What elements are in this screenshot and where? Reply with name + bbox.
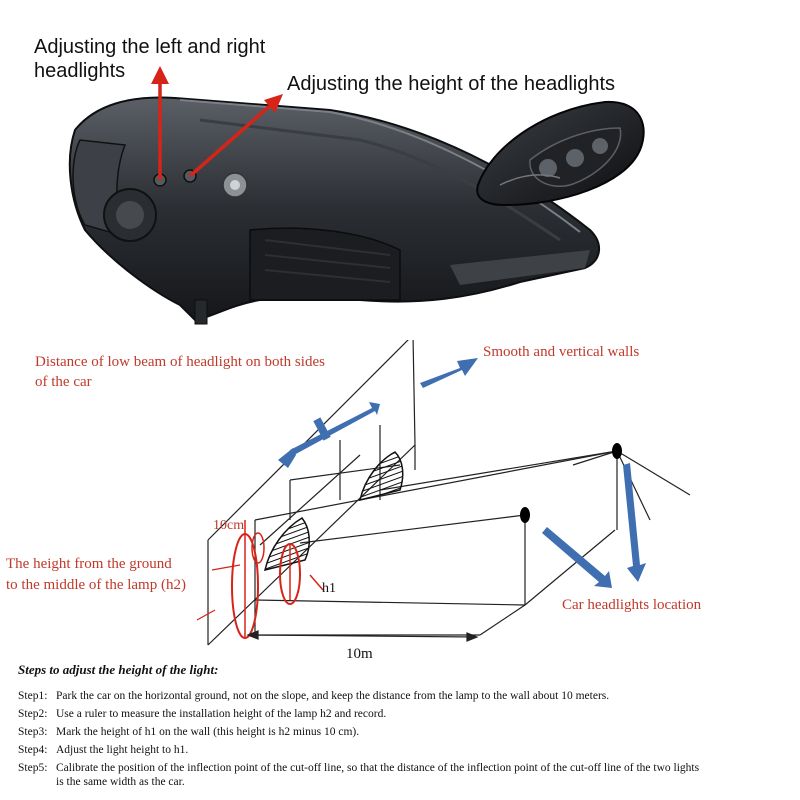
steps-title: Steps to adjust the height of the light: bbox=[18, 662, 219, 677]
step-2: Step2: Use a ruler to measure the install… bbox=[18, 708, 386, 720]
step-1: Step1: Park the car on the horizontal gro… bbox=[18, 690, 609, 702]
step-text: Park the car on the horizontal ground, n… bbox=[56, 690, 610, 702]
headlight-front-thumbnail bbox=[476, 100, 645, 207]
step-key: Step1: bbox=[18, 690, 48, 702]
headlight-photo bbox=[68, 66, 645, 325]
label-line-2: headlights bbox=[34, 60, 126, 82]
red-arrow-up bbox=[151, 66, 169, 180]
red-arrow-diagonal bbox=[188, 94, 283, 178]
lamp-ellipses bbox=[231, 520, 301, 639]
label-10cm: 10cm bbox=[213, 518, 245, 533]
projection-box bbox=[254, 425, 691, 636]
blue-arrow-diagonal bbox=[542, 527, 612, 588]
blue-arrow-width bbox=[278, 402, 380, 468]
distance-dimension bbox=[246, 630, 479, 642]
step-text-continued: is the same width as the car. bbox=[56, 776, 185, 788]
label-line-2: of the car bbox=[35, 374, 92, 390]
step-key: Step2: bbox=[18, 708, 48, 720]
step-text: Adjust the light height to h1. bbox=[56, 744, 189, 756]
headlight-housing bbox=[68, 96, 600, 325]
step-3: Step3: Mark the height of h1 on the wall … bbox=[18, 726, 359, 738]
label-line-1: Distance of low beam of headlight on bot… bbox=[35, 354, 325, 370]
label-low-beam-distance: Distance of low beam of headlight on bot… bbox=[35, 352, 325, 392]
label-line-2: to the middle of the lamp (h2) bbox=[6, 577, 186, 593]
step-key: Step3: bbox=[18, 726, 48, 738]
step-text: Mark the height of h1 on the wall (this … bbox=[56, 726, 360, 738]
label-10m: 10m bbox=[346, 646, 373, 662]
headlight-dot-left bbox=[520, 507, 530, 523]
blue-arrow-walls bbox=[420, 358, 478, 388]
step-text: Calibrate the position of the inflection… bbox=[56, 762, 700, 774]
label-vertical-walls: Smooth and vertical walls bbox=[483, 344, 640, 360]
step-4: Step4: Adjust the light height to h1. bbox=[18, 744, 188, 756]
label-lamp-height: The height from the ground to the middle… bbox=[6, 554, 186, 596]
label-headlights-location: Car headlights location bbox=[562, 597, 702, 613]
label-adjust-height: Adjusting the height of the headlights bbox=[287, 73, 616, 95]
headlight-dot-right bbox=[612, 443, 622, 459]
step-text: Use a ruler to measure the installation … bbox=[56, 708, 387, 720]
label-h1: h1 bbox=[322, 581, 336, 596]
label-line-1: The height from the ground bbox=[6, 556, 172, 572]
step-key: Step5: bbox=[18, 762, 48, 774]
vertical-wall bbox=[207, 340, 416, 646]
label-adjust-left-right: Adjusting the left and right headlights bbox=[34, 35, 265, 83]
blue-arrow-down bbox=[623, 463, 646, 582]
step-key: Step4: bbox=[18, 744, 48, 756]
label-line-1: Adjusting the left and right bbox=[34, 36, 266, 58]
step-5: Step5: Calibrate the position of the infl… bbox=[18, 762, 700, 788]
headlight-aim-diagram bbox=[196, 340, 691, 646]
beam-pattern-upper bbox=[358, 451, 404, 502]
